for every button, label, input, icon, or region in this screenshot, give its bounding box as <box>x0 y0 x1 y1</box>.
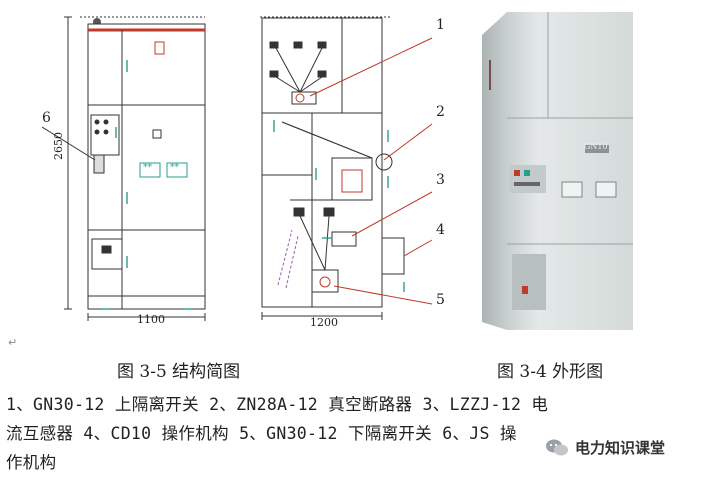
front-view <box>41 16 206 321</box>
dimension-height: 2650 <box>52 132 65 160</box>
side-view <box>260 16 433 320</box>
legend-line-2: 流互感器 4、CD10 操作机构 5、GN30-12 下隔离开关 6、JS 操 <box>6 424 517 443</box>
watermark: 电力知识课堂 <box>545 437 665 458</box>
callout-5: 5 <box>436 292 445 308</box>
caption-exterior: 图 3-4 外形图 <box>497 362 604 382</box>
callout-6: 6 <box>42 110 51 126</box>
watermark-text: 电力知识课堂 <box>575 439 666 457</box>
caption-structure: 图 3-5 结构简图 <box>117 362 241 382</box>
legend-line-3: 作机构 <box>6 453 57 472</box>
dimension-width-front: 1100 <box>137 313 165 326</box>
dimension-width-side: 1200 <box>310 316 338 329</box>
callout-2: 2 <box>436 104 445 120</box>
panel-mark-2: ** <box>170 163 179 173</box>
panel-mark-1: ** <box>143 163 152 173</box>
legend-line-1: 1、GN30-12 上隔离开关 2、ZN28A-12 真空断路器 3、LZZJ-… <box>6 395 549 414</box>
exterior-photo <box>482 12 633 330</box>
callout-1: 1 <box>436 17 445 33</box>
paragraph-mark: ↵ <box>8 336 18 349</box>
photo-nameplate: GN10 <box>584 142 608 151</box>
callout-4: 4 <box>436 222 445 238</box>
wechat-icon <box>546 439 568 455</box>
callout-3: 3 <box>436 172 445 188</box>
